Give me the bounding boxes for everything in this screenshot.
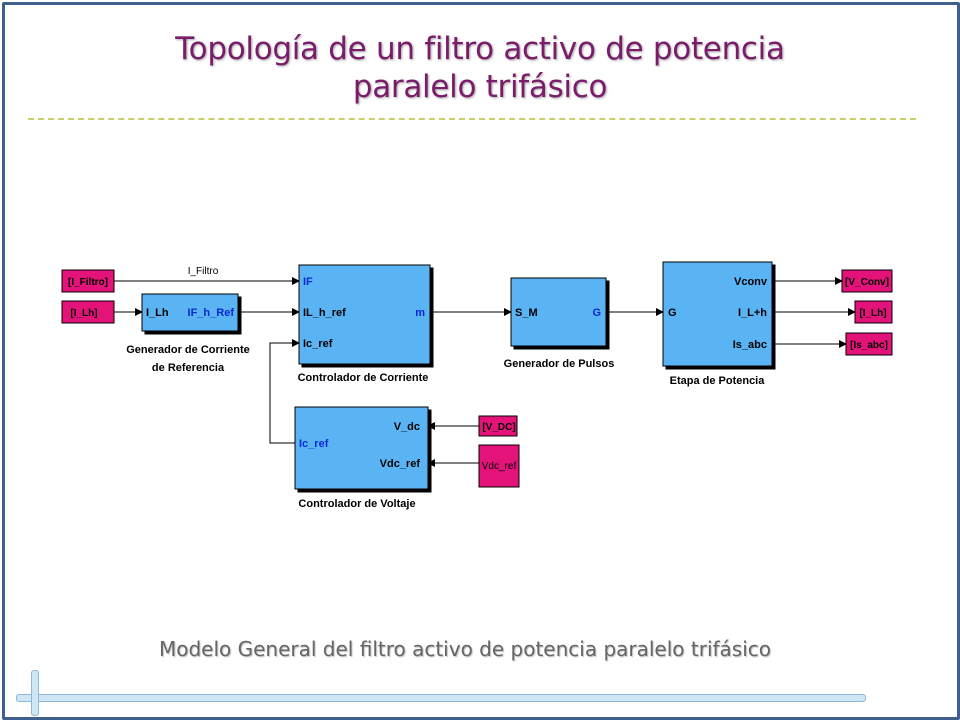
block-controlador-voltaje[interactable]	[294, 406, 429, 490]
tag-from-vdc[interactable]	[478, 415, 518, 437]
tag-goto-isabc[interactable]	[845, 332, 893, 356]
tag-from-ilh-label: [I_Lh]	[70, 308, 97, 319]
block-generador-referencia[interactable]	[141, 293, 239, 332]
port-genref-out: IF_h_Ref	[188, 307, 235, 319]
constant-vdcref[interactable]	[478, 444, 520, 488]
port-ctrlvolt-in2: Vdc_ref	[380, 458, 421, 470]
title-divider	[28, 118, 916, 120]
port-etapa-out2: I_L+h	[738, 307, 767, 319]
port-ctrlcorr-out: m	[415, 307, 425, 319]
caption-ctrlcorr: Controlador de Corriente	[298, 372, 429, 384]
block-etapa-potencia[interactable]	[662, 261, 773, 367]
decorative-vertical-bar	[31, 670, 39, 716]
port-ctrlvolt-in1: V_dc	[394, 421, 420, 433]
port-etapa-out1: Vconv	[734, 276, 768, 288]
slide-title: Topología de un filtro activo de potenci…	[0, 30, 960, 106]
port-pulsos-in: S_M	[515, 307, 538, 319]
port-ctrlcorr-in1: IF	[303, 276, 313, 288]
port-ctrlvolt-out: Ic_ref	[299, 438, 329, 450]
tag-from-ilh[interactable]	[61, 300, 115, 324]
tag-from-ifiltro-label: [I_Filtro]	[68, 277, 108, 288]
tag-goto-isabc-label: [Is_abc]	[850, 340, 888, 351]
tag-from-vdc-label: [V_DC]	[482, 422, 515, 433]
port-genref-in: I_Lh	[146, 307, 169, 319]
port-etapa-out3: Is_abc	[733, 339, 767, 351]
wire-icref-feedback	[269, 339, 300, 444]
caption-genref-line2: de Referencia	[152, 362, 225, 374]
port-ctrlcorr-in3: Ic_ref	[303, 338, 333, 350]
block-generador-pulsos[interactable]	[510, 277, 607, 347]
caption-etapa: Etapa de Potencia	[670, 375, 766, 387]
title-line-2: paralelo trifásico	[352, 69, 608, 105]
slide-caption: Modelo General del filtro activo de pote…	[158, 637, 772, 661]
port-pulsos-out: G	[592, 307, 601, 319]
signal-label-ifiltro: I_Filtro	[188, 266, 219, 277]
caption-ctrlvolt: Controlador de Voltaje	[298, 498, 415, 510]
tag-from-ifiltro[interactable]	[61, 269, 115, 293]
tag-goto-vconv[interactable]	[841, 269, 893, 293]
title-line-1: Topología de un filtro activo de potenci…	[175, 31, 785, 67]
port-etapa-in: G	[668, 307, 677, 319]
tag-goto-ilh-label: [I_Lh]	[859, 308, 886, 319]
constant-vdcref-label: Vdc_ref	[482, 461, 517, 472]
caption-pulsos: Generador de Pulsos	[504, 358, 615, 370]
block-controlador-corriente[interactable]	[298, 264, 431, 365]
tag-goto-ilh[interactable]	[854, 300, 893, 324]
caption-genref-line1: Generador de Corriente	[126, 344, 249, 356]
port-ctrlcorr-in2: IL_h_ref	[303, 307, 346, 319]
tag-goto-vconv-label: [V_Conv]	[845, 277, 889, 288]
decorative-horizontal-bar	[16, 694, 866, 702]
